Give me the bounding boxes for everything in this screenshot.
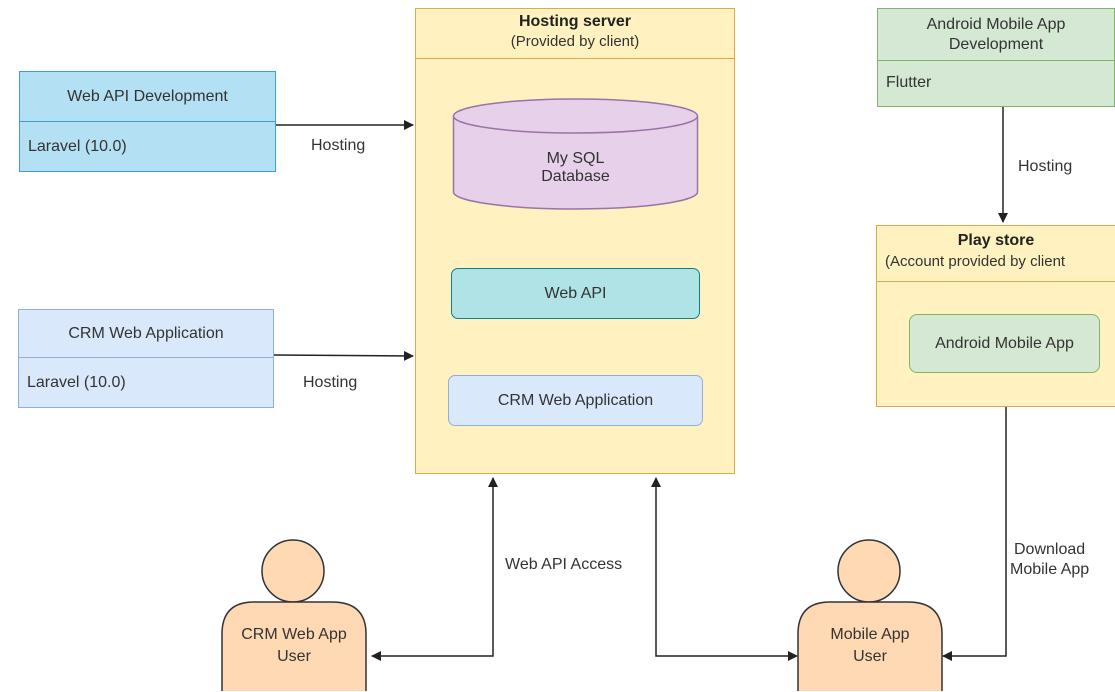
mysql-database-icon [452,98,699,210]
hosting-server-header: Hosting server (Provided by client) [416,9,734,59]
mysql-database-label: My SQL Database [452,140,699,196]
android-mobile-app-node: Android Mobile App [909,314,1100,373]
web-api-node: Web API [451,268,700,319]
hosting-android-label: Hosting [1018,158,1073,175]
mobile-user-label-line2: User [853,648,887,665]
crm-user-label: CRM Web App User [219,620,369,672]
web-api-development-box: Web API Development Laravel (10.0) [19,71,276,172]
mobile-user-access-edge [651,477,798,661]
crm-web-application-framework: Laravel (10.0) [27,373,126,391]
download-mobile-app-label-line2: Mobile App [1010,561,1090,578]
mobile-user-label: Mobile App User [796,620,944,672]
mysql-database-label-line1: My SQL [546,150,605,167]
crm-web-application-box: CRM Web Application Laravel (10.0) [18,309,274,408]
web-api-development-title: Web API Development [20,72,275,122]
web-api-development-framework: Laravel (10.0) [28,137,127,155]
hosting-web-api-label: Hosting [311,137,366,154]
crm-user-label-line1: CRM Web App [241,626,347,643]
android-development-header: Android Mobile App Development [878,9,1114,61]
mobile-user-icon [797,539,943,691]
web-api-access-label: Web API Access [505,556,623,573]
mobile-user-label-line1: Mobile App [830,626,910,643]
crm-user-label-line2: User [277,648,311,665]
mysql-database-label-line2: Database [541,168,610,185]
android-development-title-line2: Development [948,35,1044,53]
play-store-title: Play store [957,232,1035,249]
hosting-crm-edge [273,350,414,361]
download-mobile-app-label-line1: Download [1014,541,1086,558]
download-mobile-app-label: Download Mobile App [1010,540,1089,580]
crm-user-icon [221,539,367,691]
play-store-header: Play store (Account provided by client [877,226,1115,282]
android-development-box: Android Mobile App Development Flutter [877,8,1115,107]
crm-web-application-title: CRM Web Application [19,310,273,358]
crm-web-application-node: CRM Web Application [448,375,703,426]
crm-user-access-edge [371,477,498,661]
download-mobile-app-edge [942,407,1007,661]
android-development-framework: Flutter [886,74,932,91]
android-development-title-line1: Android Mobile App [926,15,1066,33]
hosting-crm-label: Hosting [303,374,358,391]
hosting-server-title: Hosting server [518,13,632,30]
play-store-subtitle: (Account provided by client [885,253,1066,270]
hosting-server-subtitle: (Provided by client) [510,33,640,50]
